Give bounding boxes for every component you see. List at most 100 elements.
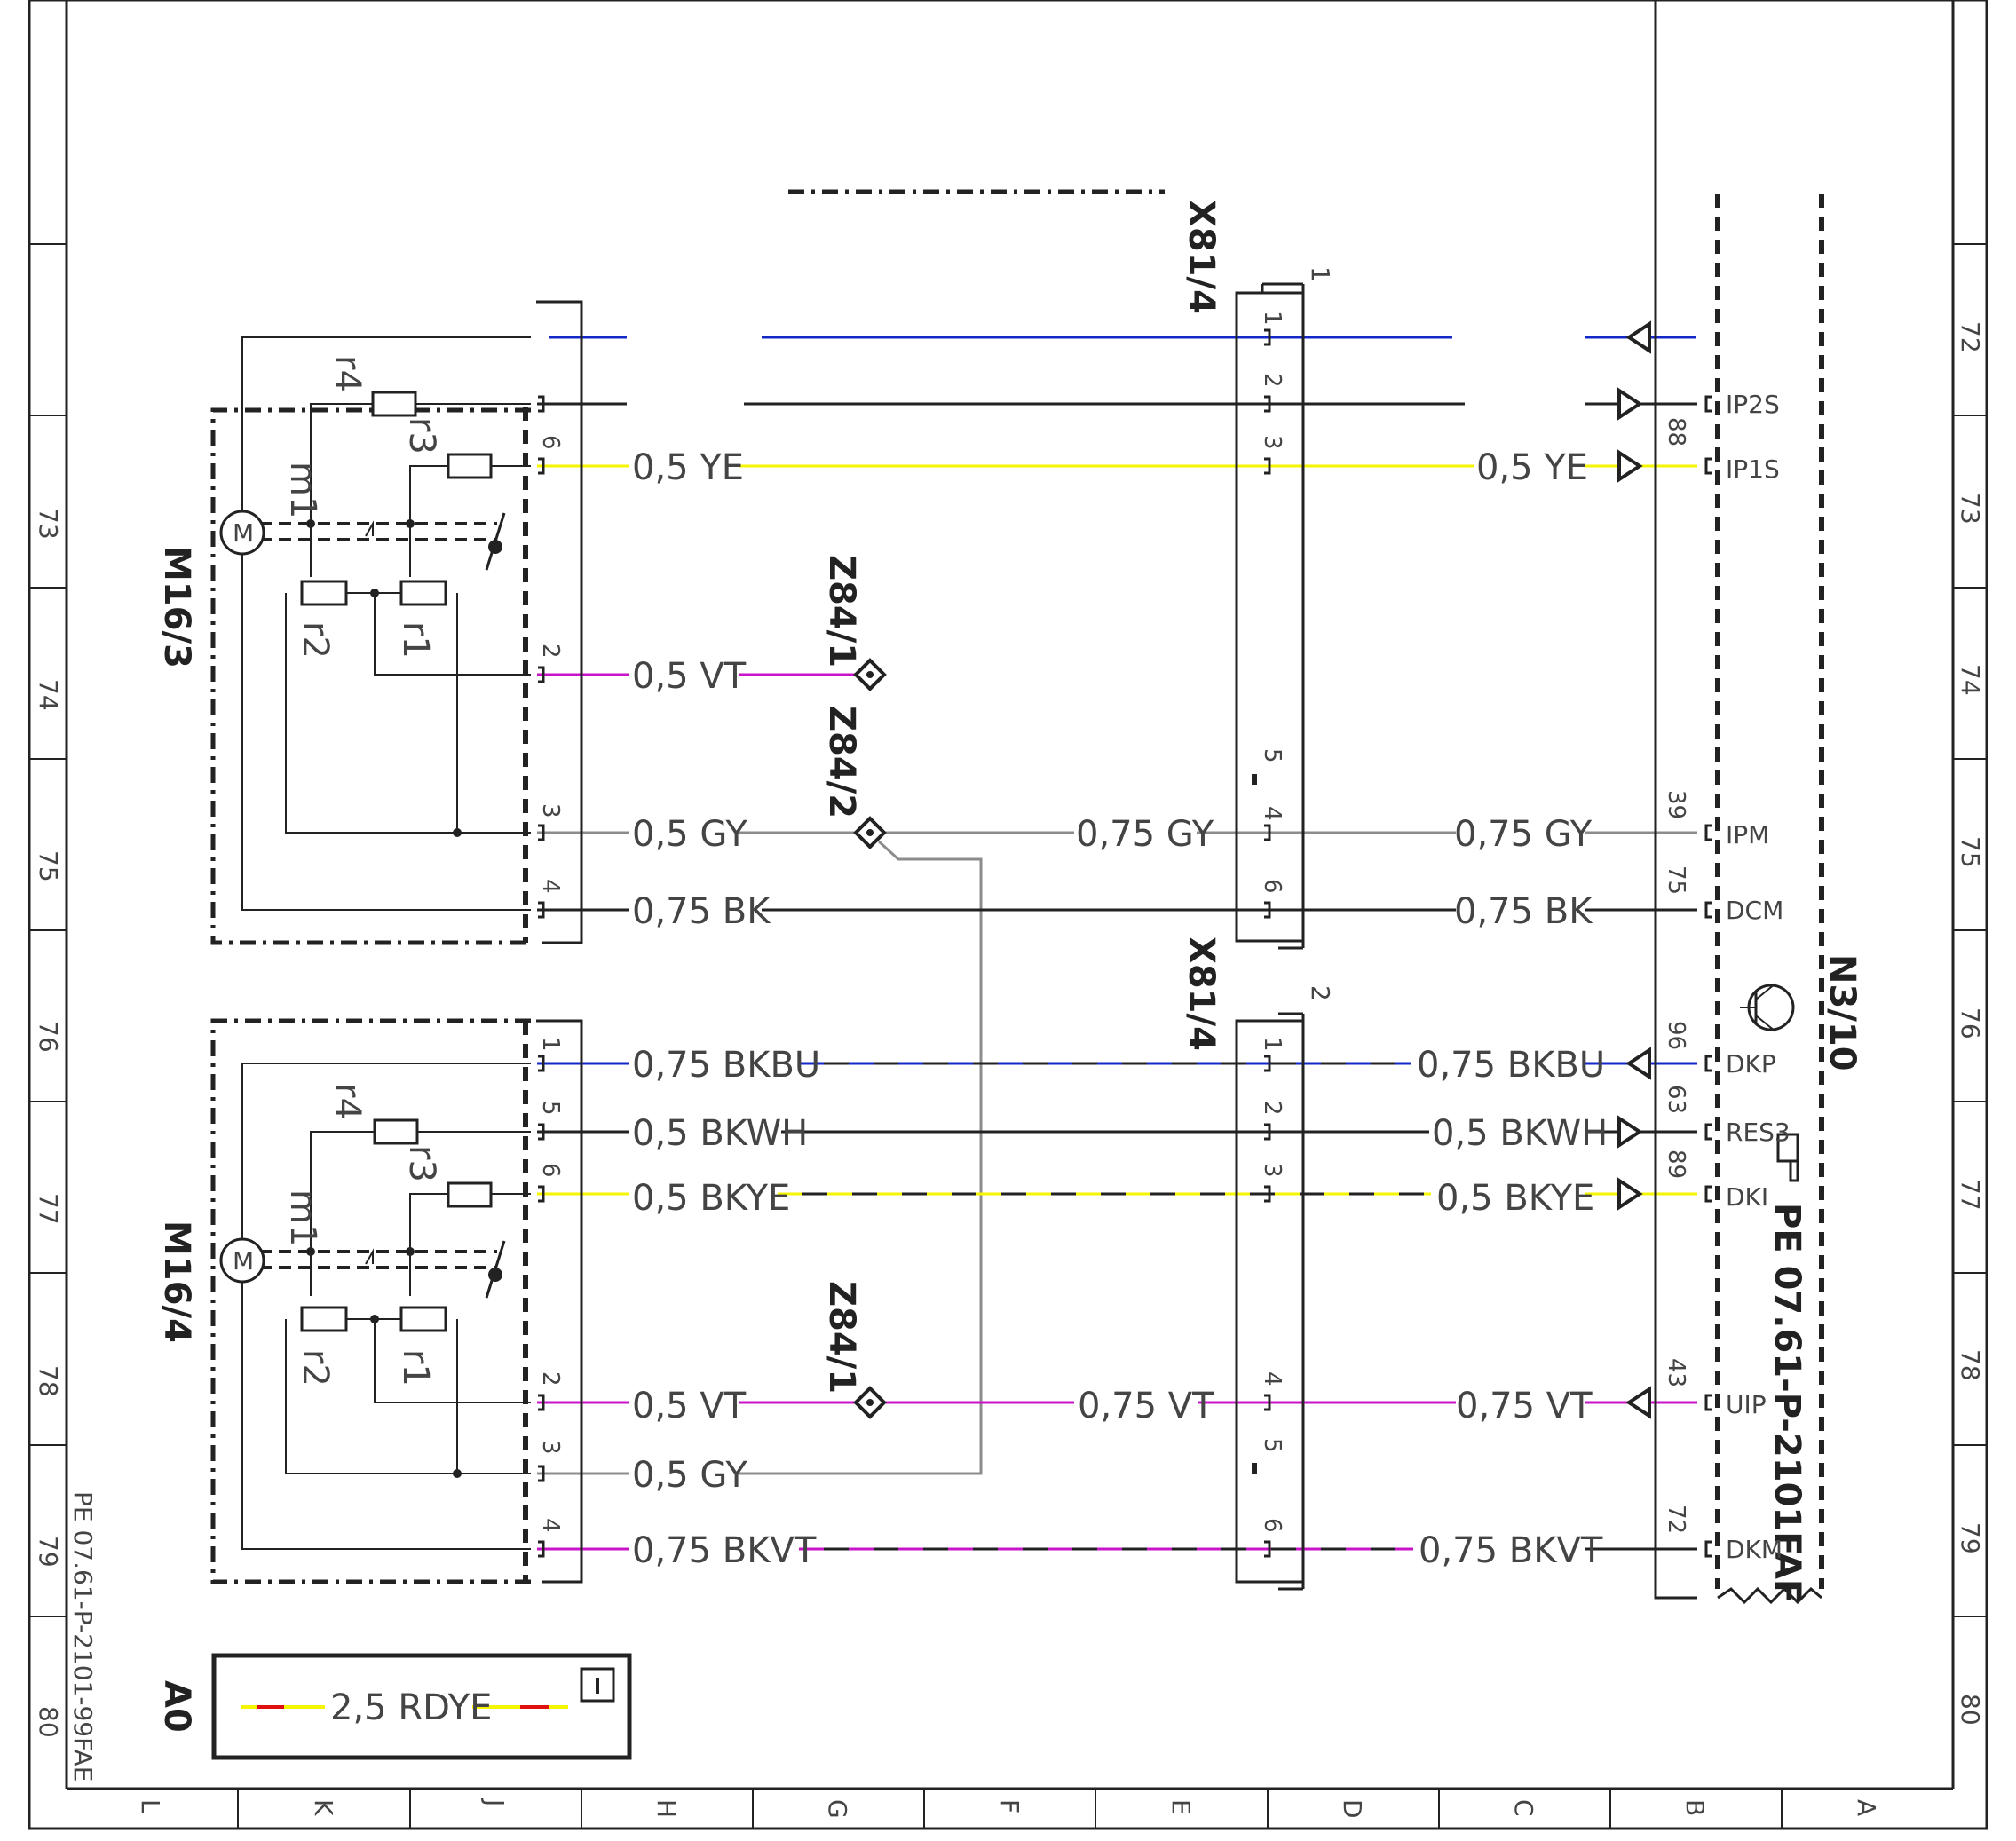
wire-label: 0,5 BKWH [632,1113,808,1154]
r2-label: r2 [295,1349,336,1387]
reference-label: PE 07.61-P-2101FAF [1767,1203,1807,1603]
column-letter: B [1680,1799,1710,1816]
pin-terminal [1264,1540,1271,1558]
n3-10-label: N3/10 [1822,954,1862,1071]
pin-name-dkm: DKM [1726,1535,1783,1564]
n3-pin-number: 89 [1663,1150,1689,1179]
n3-10-control-unit: N3/10 PE 07.61-P-2101FAF IP2S IP1S IPM D… [1654,0,1862,1605]
wire-label: 0,5 VT [632,656,747,697]
row-number: 80 [1956,1694,1985,1726]
row-separators [29,243,1987,1617]
pin-name-res3: RES3 [1726,1118,1791,1147]
wire-label: 0,75 BKBU [1417,1045,1605,1086]
pin-number: 6 [1259,1518,1285,1533]
column-letter: K [309,1799,338,1816]
wire-label: 0,5 BKYE [632,1178,790,1219]
pin-terminal [1264,1123,1271,1141]
r1-label: r1 [395,1349,436,1387]
row-number: 74 [34,679,63,711]
row-numbers-left: 73 74 75 76 77 78 79 80 [34,508,63,1738]
row-number: 78 [1956,1349,1985,1381]
signal-direction-arrow-icon [1625,1047,1651,1080]
wire-label: 0,75 BKVT [632,1530,817,1571]
column-letter: G [823,1799,852,1819]
pin-terminal [1264,1394,1271,1411]
row-number: 77 [34,1193,63,1225]
motor-symbol-icon [219,510,265,556]
pin-number: 3 [1259,1163,1285,1178]
resistor-r2 [300,1306,348,1332]
pin-terminal [1704,1123,1712,1141]
m16-4-component: M m1 r4 r3 r2 r1 M16/4 1 5 6 2 3 4 [156,1018,583,1584]
motor-label: M [233,518,254,548]
wire-label: 0,75 VT [1078,1386,1214,1426]
resistor-r3 [447,453,493,479]
sheet-frame [28,0,1988,1830]
pin-name-ip2s: IP2S [1726,390,1780,419]
pin-number: 1 [1259,1037,1285,1052]
n3-pin-number: 63 [1663,1085,1689,1114]
pin-number: 2 [1259,373,1285,388]
wire-label: 0,5 GY [632,1455,747,1496]
legend-wire-label: 2,5 RDYE [330,1687,492,1728]
a0-legend: 2,5 RDYE A0 [156,1653,632,1760]
wire-label: 0,75 VT [1456,1386,1593,1426]
pin-number: 4 [1259,806,1285,821]
document-reference: PE 07.61-P-2101-99FAE [68,1491,98,1782]
pointing-hand-icon [1776,1133,1799,1182]
pin-terminal [538,1394,545,1411]
row-number: 73 [34,508,63,540]
n3-pin-number: 43 [1663,1358,1689,1387]
pin-terminal [1704,1055,1712,1072]
z84-1-label: Z84/1 [821,1281,862,1394]
row-numbers-right: 72 73 74 75 76 77 78 79 80 [1956,321,1985,1726]
pin-number: 5 [537,1101,564,1116]
n3-pin-number: 75 [1663,865,1689,895]
wire-gray [739,840,983,1475]
wire-label: 0,75 GY [1076,814,1214,855]
r3-label: r3 [401,417,442,454]
m16-4-label: M16/4 [156,1221,197,1343]
pin-terminal [538,1123,545,1141]
pin-number: 4 [537,1518,564,1533]
column-letter: E [1166,1799,1196,1815]
row-number: 78 [34,1365,63,1397]
pin-number: 3 [537,803,564,818]
pin-number: 5 [1259,748,1285,763]
row-number: 76 [34,1021,63,1053]
wire-label: 0,5 GY [632,814,747,855]
column-separators [237,1789,1783,1829]
n3-pin-number: 96 [1663,1021,1689,1050]
n3-pin-number: 72 [1663,1505,1689,1534]
row-number: 75 [34,850,63,882]
wire-label: 0,75 BKVT [1419,1530,1603,1571]
column-letters: L K J H G F E D C B A [136,1798,1881,1819]
connector-number: 2 [1306,985,1335,1001]
pin-number: 4 [1259,1371,1285,1387]
pin-terminal [538,1055,545,1072]
pin-terminal [538,395,545,413]
resistor-r1 [399,580,447,606]
pin-terminal [1264,1055,1271,1072]
row-number: 76 [1956,1007,1985,1039]
wire-label: 0,5 VT [632,1386,747,1426]
n3-pin-number: 39 [1663,790,1689,819]
r4-label: r4 [327,1083,368,1120]
column-letter: A [1852,1799,1881,1816]
pin-name-dki: DKI [1726,1182,1768,1212]
pin-terminal [1264,901,1271,919]
pin-number: 3 [537,1440,564,1455]
pin-terminal [1264,1185,1271,1203]
row-number: 80 [34,1706,63,1738]
row-number: 74 [1956,664,1985,696]
pin-number: 2 [537,644,564,659]
pin-name-dkp: DKP [1726,1049,1776,1079]
pin-name-ipm: IPM [1726,820,1769,849]
column-letter: C [1509,1799,1538,1817]
row-number: 75 [1956,836,1985,868]
wire-label: 0,75 BKBU [632,1045,820,1086]
pin-terminal [1704,1394,1712,1411]
pin-terminal [538,666,545,683]
wire-label: 0,5 BKYE [1436,1178,1594,1219]
